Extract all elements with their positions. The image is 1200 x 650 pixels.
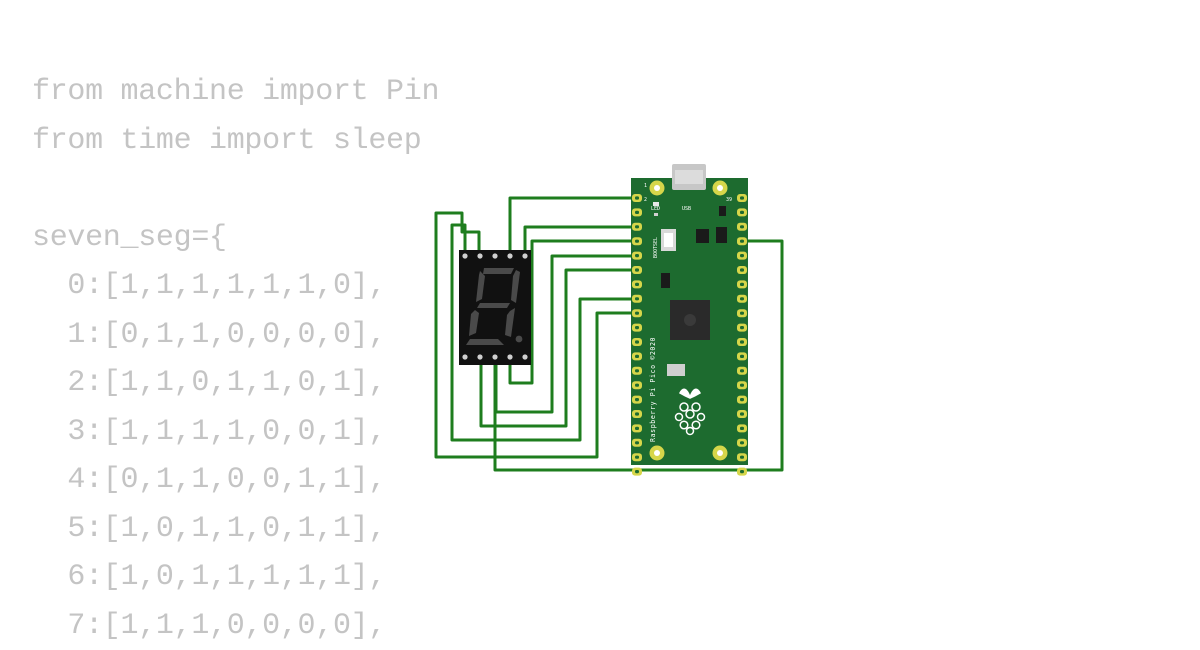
- header-pin-hole: [635, 340, 639, 343]
- pad: [654, 213, 658, 216]
- header-pin-hole: [740, 283, 744, 286]
- pin-1-label: 1: [644, 183, 647, 189]
- header-pin-hole: [740, 211, 744, 214]
- seven-segment-display[interactable]: [459, 250, 531, 365]
- crystal: [667, 364, 685, 376]
- regulator: [661, 273, 670, 288]
- header-pin-hole: [740, 441, 744, 444]
- segment-g: [477, 303, 510, 308]
- header-pin-hole: [635, 283, 639, 286]
- header-pin-hole: [740, 369, 744, 372]
- segment-d: [466, 339, 504, 345]
- header-pin-hole: [635, 225, 639, 228]
- header-pin-hole: [635, 268, 639, 271]
- header-pin-hole: [740, 225, 744, 228]
- header-pin-hole: [740, 326, 744, 329]
- usb-connector: [672, 164, 706, 190]
- header-pin-hole: [635, 441, 639, 444]
- header-pin-hole: [635, 369, 639, 372]
- header-pin-hole: [740, 456, 744, 459]
- header-pin-hole: [740, 240, 744, 243]
- header-pin-hole: [635, 355, 639, 358]
- raspberry-pi-pico-board[interactable]: USB 1 2 39 LED BOOTSEL Raspberry Pi Pico…: [631, 164, 748, 476]
- header-pin-hole: [740, 268, 744, 271]
- header-pin-hole: [635, 240, 639, 243]
- header-pin-hole: [635, 297, 639, 300]
- header-pin-hole: [635, 196, 639, 199]
- header-pin-hole: [635, 470, 639, 473]
- header-pin-hole: [740, 398, 744, 401]
- segment-a: [483, 268, 514, 274]
- header-pin-hole: [740, 470, 744, 473]
- pin-39-label: 39: [726, 197, 732, 203]
- header-pin-hole: [740, 254, 744, 257]
- header-pin-hole: [740, 427, 744, 430]
- pin-2-label: 2: [644, 197, 647, 203]
- capacitor: [719, 206, 726, 216]
- header-pin-hole: [635, 254, 639, 257]
- header-pin-hole: [635, 384, 639, 387]
- bootsel-button-cap[interactable]: [664, 233, 673, 247]
- flash-chip-logo: [684, 314, 696, 326]
- header-pin-hole: [740, 412, 744, 415]
- header-pin-hole: [635, 427, 639, 430]
- header-pin-hole: [635, 211, 639, 214]
- led-label: LED: [651, 206, 660, 212]
- header-pin-hole: [635, 398, 639, 401]
- usb-label: USB: [682, 206, 691, 212]
- board-silkscreen: Raspberry Pi Pico ©2020: [649, 337, 657, 442]
- header-pin-hole: [740, 297, 744, 300]
- header-pin-hole: [740, 196, 744, 199]
- bootsel-label: BOOTSEL: [653, 237, 659, 258]
- circuit-diagram: USB 1 2 39 LED BOOTSEL Raspberry Pi Pico…: [0, 0, 1200, 630]
- segment-dp: [516, 336, 523, 343]
- header-pin-hole: [635, 456, 639, 459]
- header-pin-hole: [740, 355, 744, 358]
- header-pin-hole: [635, 326, 639, 329]
- header-pin-hole: [740, 340, 744, 343]
- header-pin-hole: [635, 412, 639, 415]
- chip: [696, 229, 709, 243]
- header-pin-hole: [740, 384, 744, 387]
- header-pin-hole: [740, 312, 744, 315]
- header-pin-hole: [635, 312, 639, 315]
- chip: [716, 227, 727, 243]
